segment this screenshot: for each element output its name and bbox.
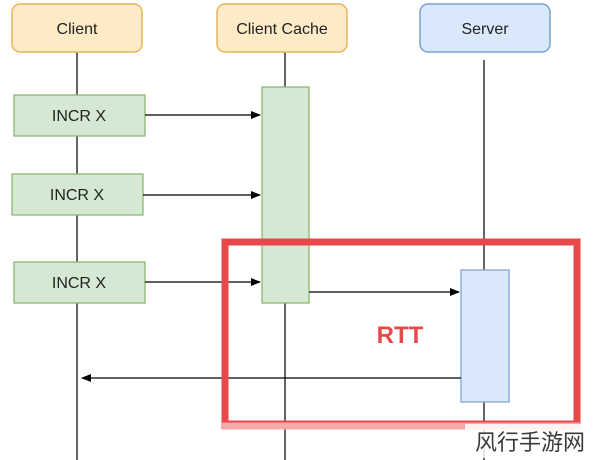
command-box-1-rect (13, 94, 146, 137)
client-cache-participant-box (216, 3, 348, 53)
client-cache-participant-label: Client Cache (236, 21, 328, 38)
client-cache-activation-bar (261, 86, 310, 304)
server-participant-box (419, 3, 551, 53)
command-box-1: INCR X (13, 94, 146, 137)
command-box-3-rect (13, 261, 146, 304)
watermark: 风行手游网 (465, 424, 597, 458)
command-label-1: INCR X (52, 108, 107, 125)
rtt-label: RTT (377, 322, 424, 349)
command-box-2: INCR X (11, 173, 144, 216)
command-box-3: INCR X (13, 261, 146, 304)
command-box-2-rect (11, 173, 144, 216)
server-activation-bar (460, 269, 510, 403)
client-participant-box (11, 3, 143, 53)
server-participant-label: Server (461, 21, 509, 38)
client-cache-participant: Client Cache (216, 3, 348, 53)
client-participant: Client (11, 3, 143, 53)
client-participant-label: Client (57, 21, 98, 38)
watermark-background (465, 424, 597, 458)
watermark-text: 风行手游网 (475, 431, 585, 456)
command-label-2: INCR X (50, 187, 105, 204)
server-participant: Server (419, 3, 551, 53)
command-label-3: INCR X (52, 275, 107, 292)
